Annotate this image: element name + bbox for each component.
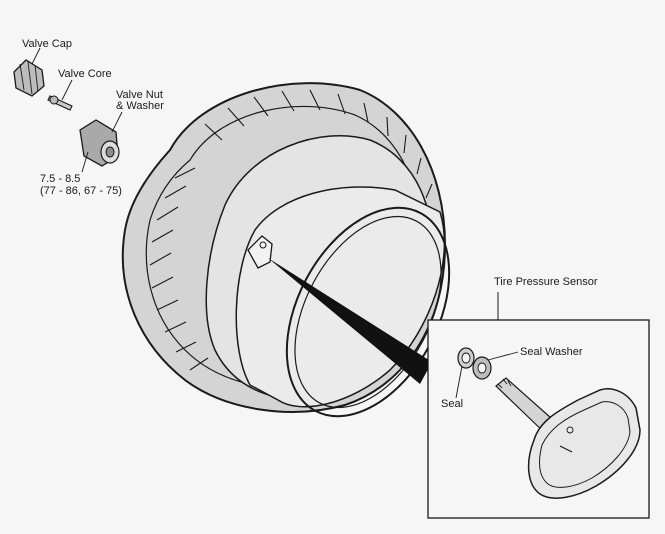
sensor-screw (559, 445, 573, 453)
valve-nut-washer (79, 119, 120, 167)
label-valve-cap: Valve Cap (22, 38, 72, 50)
label-torque-line2: (77 - 86, 67 - 75) (40, 185, 122, 197)
leader-seal (455, 365, 463, 399)
leader-valve-nut (111, 111, 123, 133)
leader-valve-cap (31, 47, 41, 65)
sensor-body (527, 388, 641, 499)
valve-parts (13, 47, 123, 173)
label-valve-core: Valve Core (58, 68, 112, 80)
valve-core (47, 95, 73, 111)
label-tire-pressure-sensor: Tire Pressure Sensor (494, 276, 598, 288)
label-valve-nut-line1: Valve Nut (116, 89, 163, 101)
seal-washer-part (472, 356, 492, 380)
seal-part (457, 347, 475, 369)
label-seal-washer: Seal Washer (520, 346, 583, 358)
sensor-inset (427, 292, 650, 519)
leader-seal-washer (487, 351, 519, 361)
callout-pointer (268, 258, 432, 384)
tread-grooves (149, 89, 439, 371)
rim-flange-inner (294, 215, 442, 409)
leader-torque (81, 151, 89, 173)
label-valve-nut-line2: & Washer (116, 100, 164, 112)
leader-valve-core (61, 79, 73, 101)
sensor-body-inner-edge (539, 401, 631, 488)
valve-cap (13, 59, 45, 97)
label-seal: Seal (441, 398, 464, 410)
label-torque-line1: 7.5 - 8.5 (40, 173, 81, 185)
